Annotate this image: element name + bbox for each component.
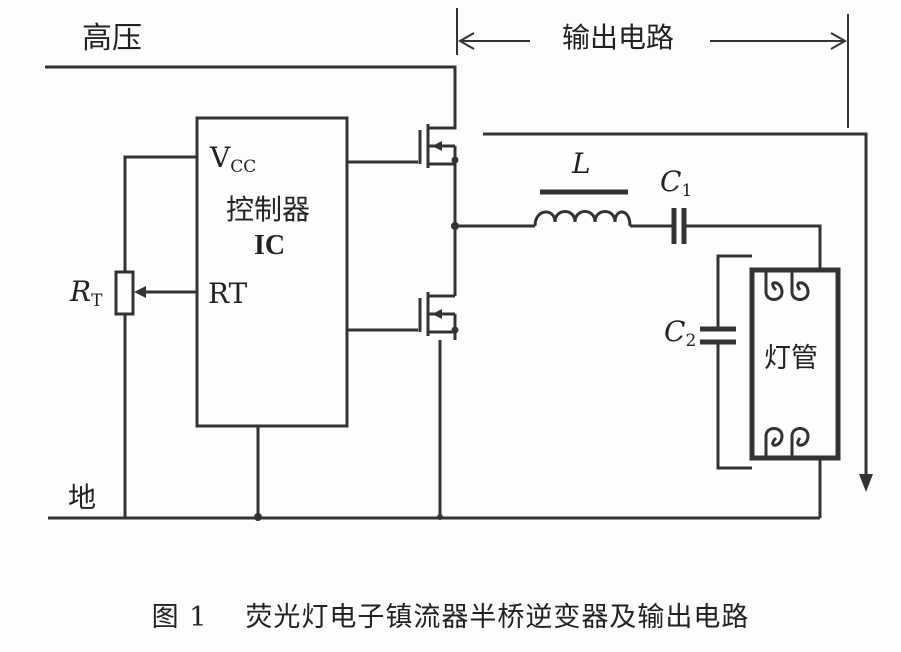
output-arrow-right xyxy=(710,32,848,50)
lamp-label: 灯管 xyxy=(764,343,818,374)
inductor-label: L xyxy=(572,147,591,180)
vcc-label: VCC xyxy=(210,144,256,176)
upper-mosfet xyxy=(418,122,457,168)
ground-label: 地 xyxy=(68,481,97,514)
c2-sub: 2 xyxy=(685,331,697,351)
vcc-sub: CC xyxy=(230,157,257,177)
lamp-filament-top xyxy=(764,270,810,301)
c1-label: C1 xyxy=(660,168,692,200)
c2-label: C2 xyxy=(664,318,696,350)
high-voltage-wire xyxy=(45,65,457,118)
c1-to-lamp-wire xyxy=(686,224,822,270)
c1-sub: 1 xyxy=(681,181,693,201)
c2-wire xyxy=(716,254,752,470)
lamp-tube xyxy=(749,267,841,461)
resistor-main: R xyxy=(70,275,92,308)
current-path-arrow xyxy=(483,132,868,478)
vcc-main: V xyxy=(210,141,231,174)
inductor-coil xyxy=(533,210,632,227)
output-circuit-label: 输出电路 xyxy=(562,21,675,54)
rt-pin-label: RT xyxy=(208,277,248,310)
controller-ic-box xyxy=(195,116,349,428)
bridge-spine-low xyxy=(438,330,457,518)
controller-label: 控制器 xyxy=(226,193,311,226)
figure-number: 图 1 xyxy=(151,602,208,633)
rt-wiper-arrow xyxy=(134,286,146,298)
output-arrow-left xyxy=(457,32,530,50)
vcc-wire xyxy=(123,155,197,272)
figure-caption: 图 1 荧光灯电子镇流器半桥逆变器及输出电路 xyxy=(0,595,901,634)
lamp-filament-bottom xyxy=(764,427,810,458)
high-voltage-label: 高压 xyxy=(82,21,142,56)
resistor-label: RT xyxy=(70,278,102,310)
c2-main: C xyxy=(664,315,686,348)
ic-label: IC xyxy=(254,230,286,261)
current-arrowhead xyxy=(859,474,873,492)
c1-main: C xyxy=(660,165,682,198)
lower-mosfet xyxy=(418,292,455,336)
resistor-sub: T xyxy=(91,291,103,311)
rt-resistor xyxy=(114,270,135,316)
figure-title: 荧光灯电子镇流器半桥逆变器及输出电路 xyxy=(245,602,750,633)
